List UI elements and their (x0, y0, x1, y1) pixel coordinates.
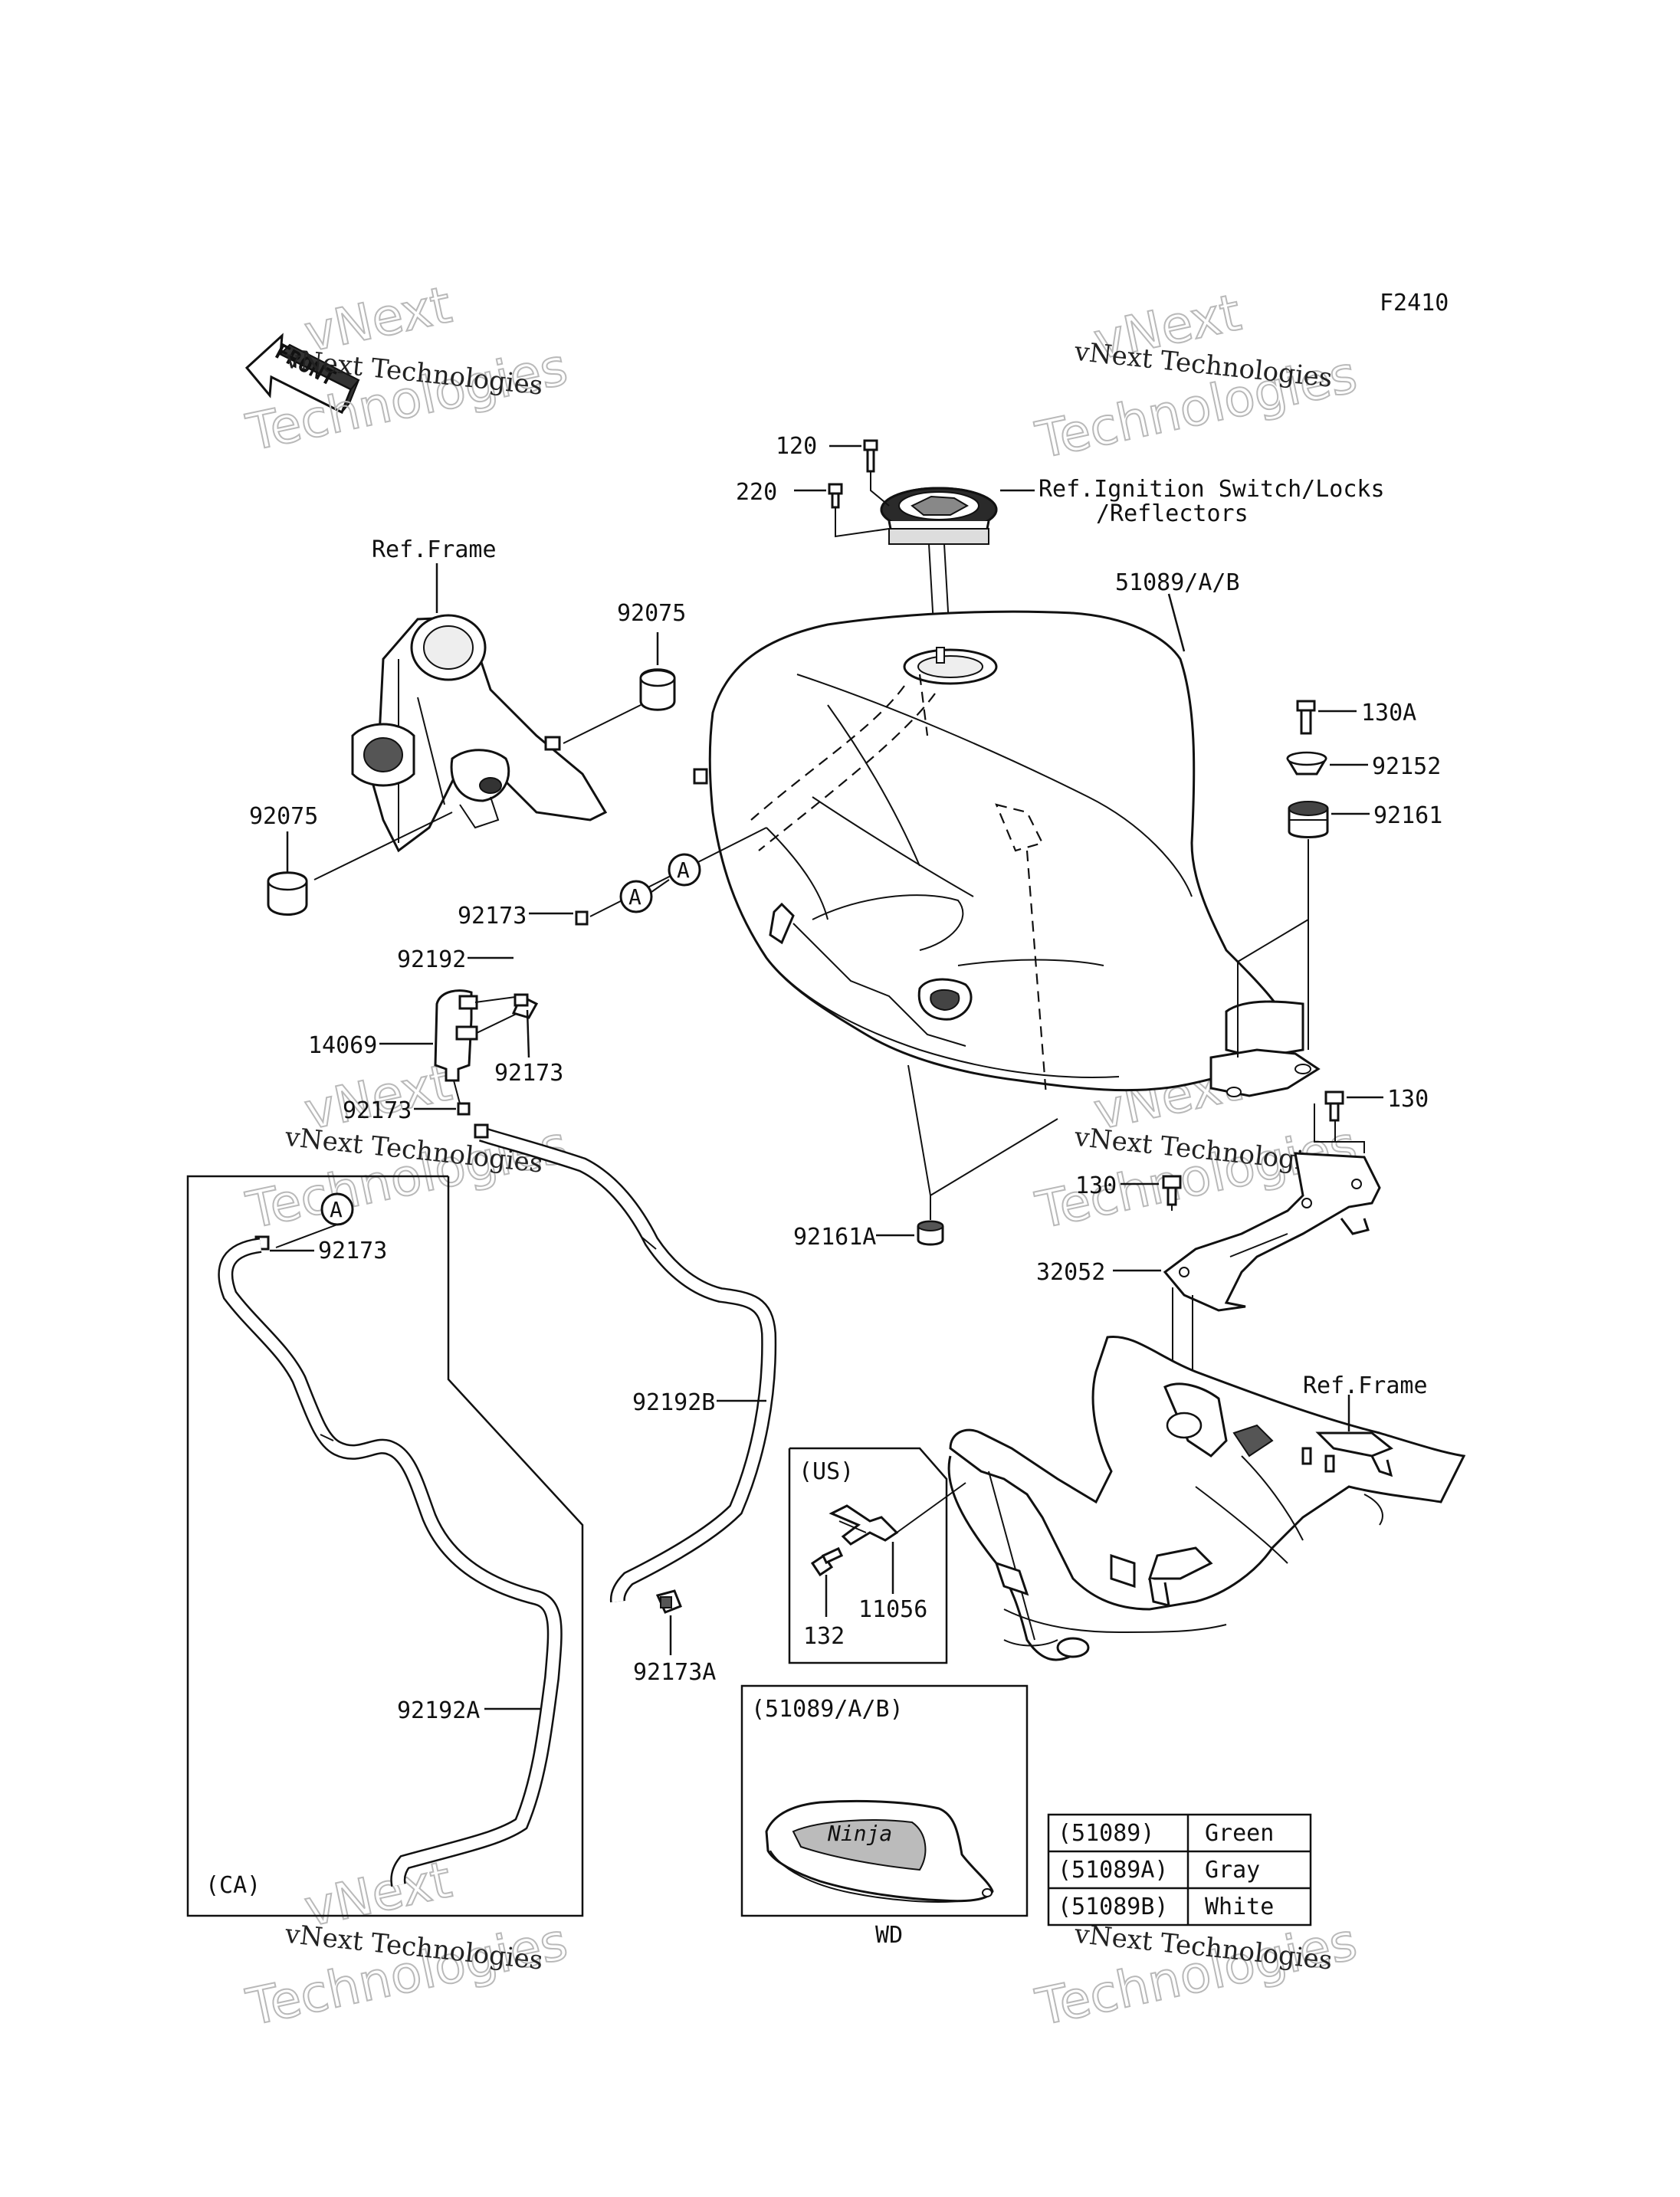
front-arrow: FRONT (244, 333, 360, 415)
marker-a3: A (320, 1192, 354, 1226)
bolt-120 (863, 439, 878, 473)
bolt-130-right (1324, 1090, 1344, 1122)
ref-frame-left: Ref.Frame (372, 536, 497, 563)
label-92173-b: 92173 (494, 1060, 563, 1087)
clip-92173-c (457, 1102, 471, 1116)
marker-a2: A (668, 853, 701, 887)
variant-title: (51089/A/B) (751, 1696, 904, 1723)
color-table-color: Gray (1205, 1857, 1260, 1884)
label-92075-left: 92075 (249, 803, 318, 830)
watermark-bottom-left: vNext Technologies vNext Technologies (241, 1849, 573, 2038)
hose-92192b (474, 1123, 777, 1602)
label-92173-c: 92173 (343, 1097, 412, 1124)
color-table-frame (1047, 1813, 1312, 1926)
color-table: (51089) Green (51089A) Gray (51089B) White (1047, 1813, 1312, 1926)
label-92161a: 92161A (793, 1224, 876, 1251)
figure-code: F2410 (1380, 290, 1449, 316)
us-label: (US) (799, 1458, 854, 1485)
svg-text:A: A (330, 1197, 343, 1222)
color-table-code: (51089A) (1058, 1857, 1169, 1884)
ref-frame-right: Ref.Frame (1303, 1372, 1428, 1399)
label-92173-ca: 92173 (318, 1238, 387, 1264)
label-14069: 14069 (308, 1032, 377, 1059)
frame-lower (947, 1335, 1466, 1661)
valve-14069 (434, 989, 539, 1082)
label-132: 132 (803, 1623, 845, 1650)
color-table-code: (51089) (1058, 1820, 1154, 1847)
grommet-92161a (917, 1220, 944, 1246)
fuel-tank (693, 610, 1321, 1097)
svg-text:A: A (628, 884, 641, 910)
marker-a1: A (619, 880, 653, 913)
clip-92173-a (575, 910, 589, 926)
label-92075-top: 92075 (617, 600, 686, 627)
rubber-92075-top (639, 668, 676, 711)
bolt-132 (810, 1546, 844, 1577)
hose-92192 (509, 913, 585, 1007)
ref-ignition-line1: Ref.Ignition Switch/Locks (1039, 476, 1385, 503)
ca-label: (CA) (205, 1872, 261, 1899)
ca-box-border (186, 1175, 584, 1917)
rubber-92075-left (267, 871, 308, 916)
svg-text:A: A (677, 857, 690, 883)
ninja-badge: Ninja (827, 1821, 892, 1846)
frame-left-upper (351, 614, 608, 853)
ref-ignition-line2: /Reflectors (1096, 500, 1249, 527)
label-130-right: 130 (1387, 1086, 1429, 1113)
washer-92152 (1286, 751, 1327, 776)
label-120: 120 (776, 433, 817, 460)
label-11056: 11056 (858, 1596, 927, 1623)
label-32052: 32052 (1036, 1259, 1105, 1286)
label-51089: 51089/A/B (1115, 569, 1240, 596)
watermark-top-right: vNext Technologies vNext Technologies (1030, 282, 1363, 471)
fuel-tank-thumbnail: Ninja (765, 1799, 994, 1903)
clip-92173a (655, 1589, 682, 1614)
label-92192b: 92192B (632, 1389, 715, 1416)
variant-caption: WD (875, 1922, 903, 1949)
clip-92173-b (514, 993, 529, 1007)
watermark-top-left: vNext Technologies vNext Technologies (241, 274, 573, 464)
bracket-11056 (829, 1504, 899, 1546)
bracket-32052 (1163, 1152, 1381, 1312)
label-92192a: 92192A (397, 1697, 480, 1724)
color-table-color: White (1205, 1894, 1274, 1920)
color-table-code: (51089B) (1058, 1894, 1169, 1920)
label-92192: 92192 (397, 946, 466, 973)
label-130a: 130A (1361, 700, 1416, 726)
label-92161: 92161 (1373, 802, 1442, 829)
bolt-130a (1296, 700, 1316, 735)
grommet-92161 (1288, 801, 1329, 838)
label-130-mid: 130 (1075, 1172, 1117, 1199)
color-table-color: Green (1205, 1820, 1274, 1847)
variant-box-border (740, 1684, 1029, 1917)
hose-92192a (218, 1238, 563, 1887)
label-92173-a: 92173 (458, 903, 527, 930)
label-92173a: 92173A (633, 1659, 716, 1686)
us-box-border (788, 1447, 948, 1664)
label-92152: 92152 (1372, 753, 1441, 780)
bolt-220 (828, 483, 843, 509)
fuel-cap-assembly (880, 487, 998, 545)
label-220: 220 (736, 479, 777, 506)
